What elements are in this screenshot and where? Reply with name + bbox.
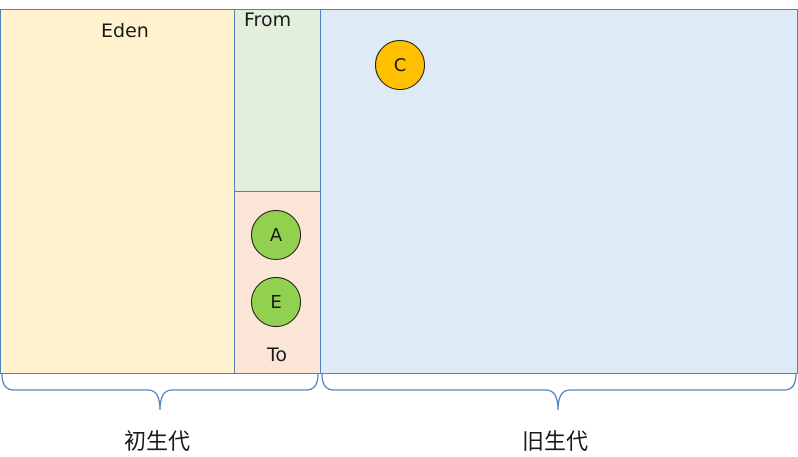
young-generation-brace	[1, 373, 319, 411]
young-generation-label: 初生代	[124, 430, 191, 455]
object-c-node: C	[375, 40, 425, 90]
object-a-node: A	[251, 210, 301, 260]
from-survivor-region	[234, 9, 321, 192]
old-generation-label: 旧生代	[522, 430, 589, 455]
eden-label: Eden	[101, 20, 149, 42]
from-label: From	[244, 9, 292, 31]
eden-region	[0, 9, 235, 374]
object-e-label: E	[270, 291, 282, 313]
object-e-node: E	[251, 277, 301, 327]
object-a-label: A	[269, 224, 283, 246]
to-label: To	[267, 344, 288, 366]
object-c-label: C	[393, 54, 407, 76]
old-generation-brace	[321, 373, 797, 411]
